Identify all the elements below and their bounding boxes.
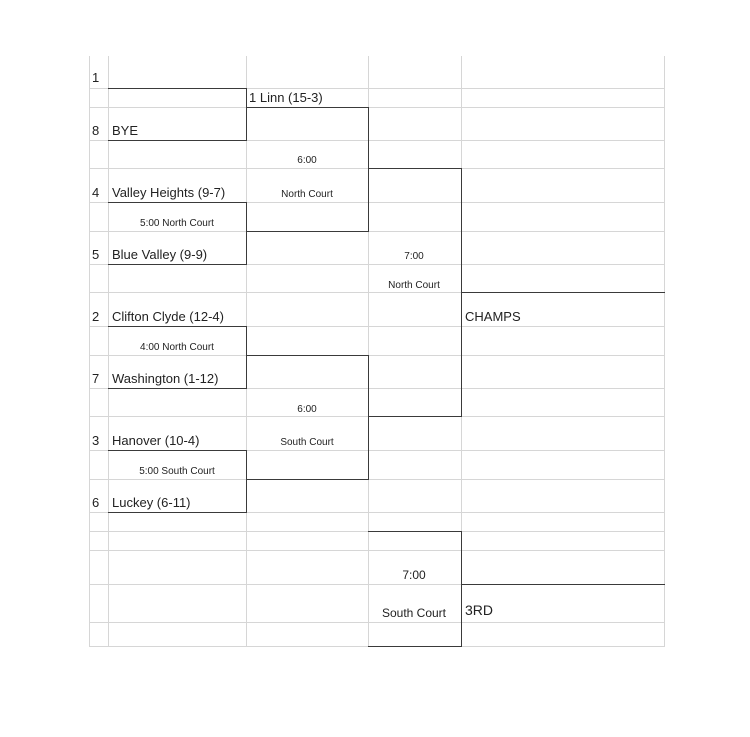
grid-col-line bbox=[664, 56, 665, 646]
game-time-court: 5:00 North Court bbox=[140, 218, 214, 229]
grid-row-line bbox=[89, 388, 665, 389]
bracket-line bbox=[461, 531, 462, 647]
third-place-label: 3RD bbox=[465, 602, 494, 618]
bracket-line bbox=[108, 512, 247, 513]
seed-number: 4 bbox=[92, 185, 100, 200]
seed-number: 8 bbox=[92, 123, 100, 138]
bracket-line bbox=[368, 355, 369, 480]
grid-row-line bbox=[89, 512, 665, 513]
grid-row-line bbox=[89, 584, 665, 585]
game-time: 7:00 bbox=[402, 568, 426, 582]
team-name: BYE bbox=[112, 123, 139, 138]
bracket-line bbox=[368, 168, 462, 169]
bracket-line bbox=[368, 107, 369, 232]
game-time: 6:00 bbox=[297, 155, 317, 166]
seed-number: 6 bbox=[92, 495, 100, 510]
team-name: Blue Valley (9-9) bbox=[112, 247, 208, 262]
bracket-line bbox=[246, 479, 369, 480]
game-court: North Court bbox=[388, 280, 440, 291]
grid-col-line bbox=[368, 56, 369, 646]
game-court: North Court bbox=[281, 189, 333, 200]
team-name: Luckey (6-11) bbox=[112, 495, 191, 510]
game-court: South Court bbox=[280, 437, 334, 448]
grid-row-line bbox=[89, 326, 665, 327]
grid-row-line bbox=[89, 88, 665, 89]
bracket-line bbox=[246, 107, 369, 108]
champs-label: CHAMPS bbox=[465, 309, 521, 324]
grid-row-line bbox=[89, 292, 665, 293]
bracket-line bbox=[108, 264, 247, 265]
bracket-line bbox=[246, 450, 247, 513]
grid-row-line bbox=[89, 622, 665, 623]
seed-number: 7 bbox=[92, 371, 100, 386]
seed-number: 5 bbox=[92, 247, 100, 262]
grid-row-line bbox=[89, 479, 665, 480]
bracket-line bbox=[246, 355, 369, 356]
advanced-team: 1 Linn (15-3) bbox=[249, 90, 323, 105]
grid-row-line bbox=[89, 264, 665, 265]
grid-row-line bbox=[89, 140, 665, 141]
bracket-line bbox=[246, 202, 247, 265]
grid-col-line bbox=[89, 56, 90, 646]
grid-row-line bbox=[89, 450, 665, 451]
bracket-line bbox=[108, 326, 247, 327]
game-time-court: 4:00 North Court bbox=[140, 342, 214, 353]
bracket-line bbox=[108, 202, 247, 203]
grid-col-line bbox=[108, 56, 109, 646]
bracket-line bbox=[108, 88, 247, 89]
grid-row-line bbox=[89, 107, 665, 108]
grid-row-line bbox=[89, 355, 665, 356]
grid-row-line bbox=[89, 231, 665, 232]
seed-number: 2 bbox=[92, 309, 100, 324]
bracket-line bbox=[461, 292, 665, 293]
team-name: Hanover (10-4) bbox=[112, 433, 200, 448]
bracket-line bbox=[368, 531, 462, 532]
seed-number: 1 bbox=[92, 70, 100, 85]
bracket-line bbox=[246, 231, 369, 232]
bracket-line bbox=[461, 584, 665, 585]
grid-row-line bbox=[89, 202, 665, 203]
bracket-line bbox=[108, 140, 247, 141]
game-time: 6:00 bbox=[297, 404, 317, 415]
bracket-line bbox=[108, 388, 247, 389]
team-name: Valley Heights (9-7) bbox=[112, 185, 226, 200]
bracket-line bbox=[368, 646, 462, 647]
grid-row-line bbox=[89, 550, 665, 551]
team-name: Washington (1-12) bbox=[112, 371, 219, 386]
seed-number: 3 bbox=[92, 433, 100, 448]
bracket-line bbox=[368, 416, 462, 417]
game-time: 7:00 bbox=[404, 251, 424, 262]
bracket-line bbox=[246, 88, 247, 141]
bracket-line bbox=[246, 326, 247, 389]
bracket-line bbox=[108, 450, 247, 451]
game-time-court: 5:00 South Court bbox=[139, 466, 215, 477]
game-court: South Court bbox=[381, 606, 447, 620]
team-name: Clifton Clyde (12-4) bbox=[112, 309, 224, 324]
